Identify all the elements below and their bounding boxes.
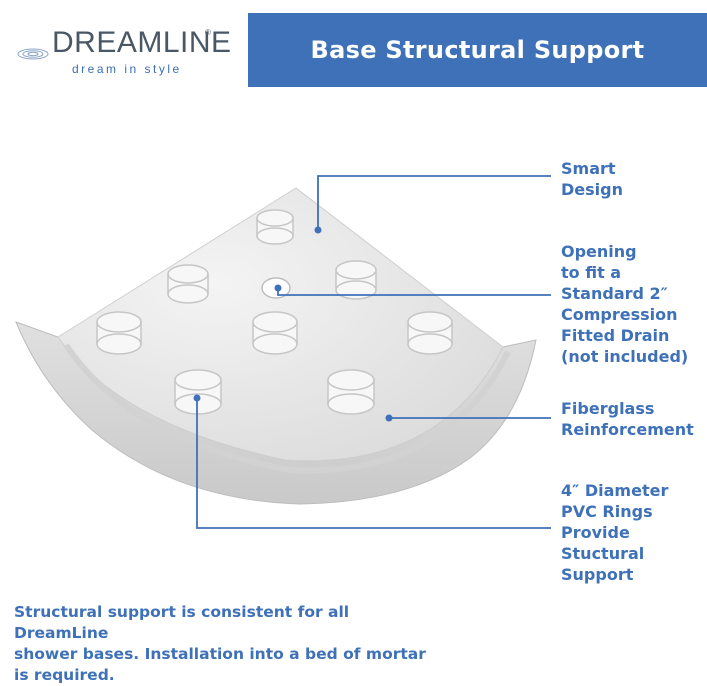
water-ripple-icon: [17, 48, 49, 60]
dreamline-logo: DREAMLINE ® dream in style: [8, 20, 231, 80]
callout-leaders: [196, 175, 551, 529]
callout-fiberglass: Fiberglass Reinforcement: [561, 399, 694, 439]
brand-name: DREAMLINE: [52, 26, 232, 59]
pvc-ring: [252, 311, 298, 355]
installation-note: Structural support is consistent for all…: [14, 603, 426, 684]
pvc-ring: [167, 264, 209, 304]
pvc-ring: [327, 369, 375, 415]
title-banner: Base Structural Support: [248, 13, 707, 87]
pvc-ring: [96, 311, 142, 355]
pvc-ring: [407, 311, 453, 355]
leader-dot: [314, 226, 322, 234]
pvc-ring: [256, 209, 294, 245]
registered-mark: ®: [205, 28, 211, 37]
callout-drain-opening: Opening to fit a Standard 2″ Compression…: [561, 242, 689, 366]
leader-drain: [277, 290, 551, 296]
callout-pvc-rings: 4″ Diameter PVC Rings Provide Stuctural …: [561, 481, 669, 584]
leader-dots: [193, 226, 393, 422]
leader-smart-design: [317, 175, 551, 228]
leader-dot: [385, 414, 393, 422]
pvc-ring: [174, 369, 222, 415]
banner-title: Base Structural Support: [310, 36, 645, 64]
pvc-ring: [335, 260, 377, 300]
leader-pvc-rings: [196, 398, 551, 529]
leader-dot: [274, 284, 282, 292]
leader-dot: [193, 394, 201, 402]
callout-smart-design: Smart Design: [561, 159, 623, 199]
brand-tagline: dream in style: [72, 62, 182, 76]
